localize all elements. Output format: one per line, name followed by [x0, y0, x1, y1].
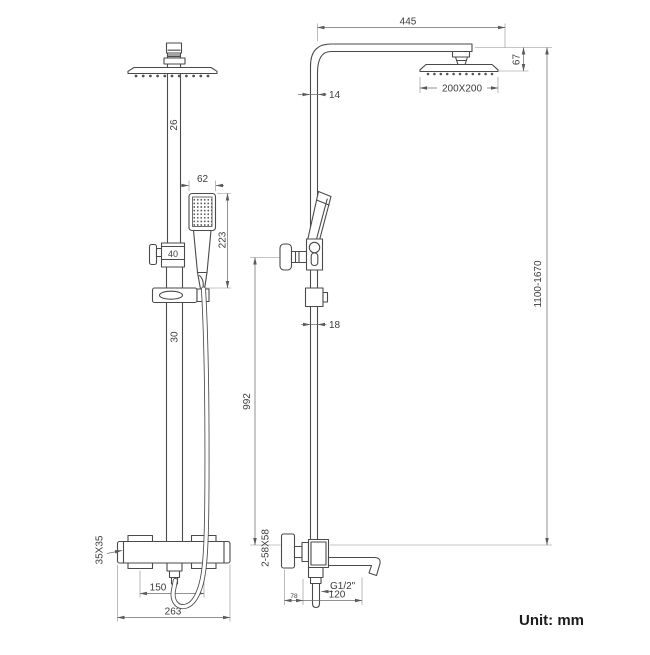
dim-wall-flange-label: 2-58X58	[261, 529, 272, 567]
dim-diverter-size-label: 40	[168, 249, 178, 259]
handset-hose-nut	[196, 271, 208, 290]
dim-head-height-label: 67	[512, 54, 523, 66]
dim-upper-pipe-label: 26	[169, 119, 180, 131]
dim-spout-offset-label: 78	[290, 593, 298, 600]
dim-handset-length-label: 223	[218, 231, 229, 248]
handset-handle	[192, 229, 212, 274]
dimensions-side: 445 67 200X200 14 18 992 1100-1670 2-58X…	[242, 17, 552, 605]
dim-spout-reach-label: 120	[329, 590, 346, 601]
slide-bracket-side	[304, 287, 329, 308]
dim-lower-pipe-label: 30	[170, 331, 181, 343]
overhead-shower-side	[419, 50, 499, 76]
wall-flange-side	[280, 533, 296, 569]
dim-arm-width-label: 14	[329, 90, 341, 101]
diverter-slider-front	[148, 242, 186, 268]
shower-hose	[170, 286, 210, 610]
dim-overall-height-label: 1100-1670	[533, 260, 544, 308]
front-view: 26 62 223 40 30 35X35 150 263	[95, 42, 231, 622]
thermostatic-valve-side	[280, 533, 381, 609]
soap-dish	[151, 287, 210, 304]
dim-inlet-spacing-label: 150	[150, 583, 167, 594]
dim-wall-bracket-label: 35X35	[95, 535, 106, 564]
dim-valve-width-label: 263	[165, 607, 182, 618]
dim-rail-width-label: 18	[329, 320, 341, 331]
diverter-lever	[148, 243, 158, 266]
tub-spout	[327, 556, 381, 577]
overhead-shower-front	[127, 42, 218, 78]
riser-and-arm-side	[309, 43, 473, 543]
holder-diverter-side	[279, 238, 324, 271]
side-view: 445 67 200X200 14 18 992 1100-1670 2-58X…	[242, 17, 552, 609]
overhead-head-slab-side	[419, 63, 499, 73]
hose-outlet-tube	[311, 582, 321, 609]
overhead-nozzles-front	[134, 74, 210, 78]
handset-spray-face	[192, 196, 213, 227]
dim-head-size-label: 200X200	[442, 84, 482, 95]
hose-outlet-nut	[166, 562, 183, 572]
thermostatic-valve-front	[116, 534, 231, 585]
diverter-knob	[279, 243, 293, 271]
dim-arm-reach-label: 445	[400, 17, 417, 28]
riser-pipe-front	[165, 61, 184, 543]
dim-handset-width-label: 62	[197, 174, 209, 185]
unit-note: Unit: mm	[519, 612, 584, 629]
dim-rail-length-label: 992	[242, 393, 253, 410]
valve-body-front	[116, 540, 231, 564]
overhead-nozzles-side	[426, 72, 494, 76]
hand-shower-front	[188, 192, 217, 290]
overhead-head-slab	[127, 66, 218, 75]
dimensions-front: 26 62 223 40 30 35X35 150 263	[95, 119, 231, 622]
dim-hose-thread-label: G1/2"	[330, 581, 356, 592]
